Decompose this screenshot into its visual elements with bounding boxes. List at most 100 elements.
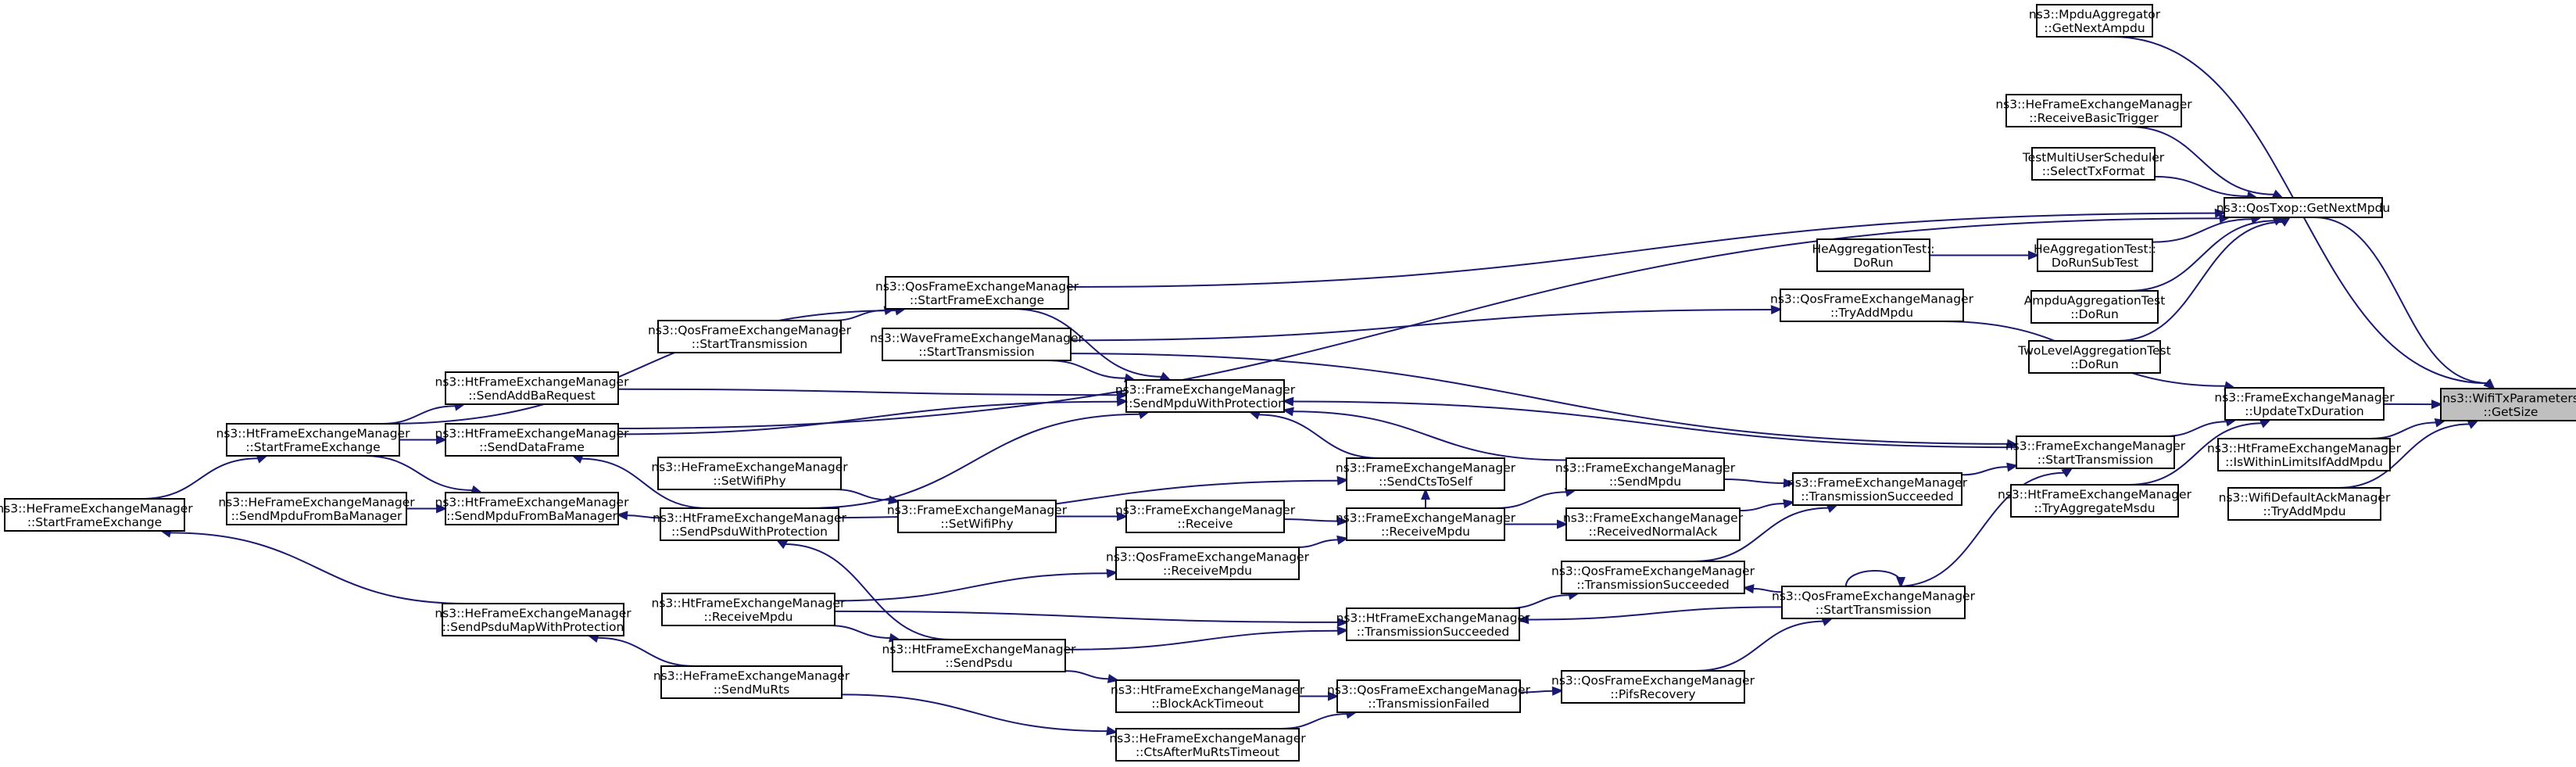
edge-line <box>1844 570 1902 587</box>
node-test_mu_sched[interactable]: TestMultiUserScheduler::SelectTxFormat <box>2022 147 2165 181</box>
node-label: ns3::HtFrameExchangeManager <box>882 642 1077 656</box>
node-label-method: ::ReceivedNormalAck <box>1589 525 1718 539</box>
node-qos_start_fe[interactable]: ns3::QosFrameExchangeManager::StartFrame… <box>875 276 1079 310</box>
node-he_send_mu_rts[interactable]: ns3::HeFrameExchangeManager::SendMuRts <box>653 665 850 699</box>
node-he_set_phy[interactable]: ns3::HeFrameExchangeManager::SetWifiPhy <box>651 457 848 490</box>
node-label-method: ::SendMpduWithProtection <box>1125 396 1286 410</box>
node-box <box>1565 507 1741 541</box>
node-label-method: ::UpdateTxDuration <box>2245 404 2364 418</box>
node-fem_tx_succeeded[interactable]: ns3::FrameExchangeManager::TransmissionS… <box>1787 472 1968 506</box>
node-qos_try_add[interactable]: ns3::QosFrameExchangeManager::TryAddMpdu <box>1770 289 1974 322</box>
node-ht_send_addba[interactable]: ns3::HtFrameExchangeManager::SendAddBaRe… <box>435 371 630 405</box>
node-ht_receive_mpdu[interactable]: ns3::HtFrameExchangeManager::ReceiveMpdu <box>652 593 846 626</box>
node-mpdu_agg_next[interactable]: ns3::MpduAggregator::GetNextAmpdu <box>2029 4 2161 38</box>
node-label-method: ::SendPsduWithProtection <box>671 525 828 539</box>
node-box <box>2028 340 2161 374</box>
node-label: ns3::WifiTxParameters <box>2442 391 2576 405</box>
node-box <box>885 276 1069 310</box>
node-label: AmpduAggregationTest <box>2024 293 2166 307</box>
node-label-method: ::ReceiveBasicTrigger <box>2029 111 2159 125</box>
node-ht_start_fe[interactable]: ns3::HtFrameExchangeManager::StartFrameE… <box>216 423 411 457</box>
node-fem_receive[interactable]: ns3::FrameExchangeManager::Receive <box>1115 500 1296 533</box>
node-box <box>1561 670 1745 704</box>
node-label: ns3::HtFrameExchangeManager <box>1111 683 1305 697</box>
node-wifi_ack_add[interactable]: ns3::WifiDefaultAckManager::TryAddMpdu <box>2219 487 2391 521</box>
node-ht_tx_succeeded[interactable]: ns3::HtFrameExchangeManager::Transmissio… <box>1336 608 1531 641</box>
node-label: ns3::HeFrameExchangeManager <box>435 606 631 620</box>
arrow-head-icon <box>1742 584 1755 594</box>
node-fem_send_mpdu_prot[interactable]: ns3::FrameExchangeManager::SendMpduWithP… <box>1115 379 1296 413</box>
node-label: ns3::WaveFrameExchangeManager <box>870 331 1083 345</box>
node-label: HeAggregationTest:: <box>2034 242 2156 256</box>
node-fem_set_phy[interactable]: ns3::FrameExchangeManager::SetWifiPhy <box>887 500 1068 533</box>
edge-wave_start_tx-to-fem_start_tx <box>1070 353 2019 449</box>
node-he_send_mpdu_ba[interactable]: ns3::HeFrameExchangeManager::SendMpduFro… <box>218 492 415 525</box>
node-ht_within_limits[interactable]: ns3::HtFrameExchangeManager::IsWithinLim… <box>2207 438 2402 471</box>
edge-line <box>617 217 2221 430</box>
node-label: ns3::FrameExchangeManager <box>1115 503 1296 517</box>
edge-line <box>1064 670 1110 680</box>
node-fem_start_tx[interactable]: ns3::FrameExchangeManager::StartTransmis… <box>2005 435 2186 469</box>
node-he_agg_subtest[interactable]: HeAggregationTest::DoRunSubTest <box>2034 238 2156 272</box>
node-qos_start_tx_r[interactable]: ns3::QosFrameExchangeManager::StartTrans… <box>1772 586 1976 619</box>
arrow-head-icon <box>1783 478 1795 488</box>
edge-line <box>806 413 1141 509</box>
node-he_start_fe[interactable]: ns3::HeFrameExchangeManager::StartFrameE… <box>0 498 193 532</box>
node-label: ns3::FrameExchangeManager <box>1336 461 1516 475</box>
node-box <box>1781 586 1966 619</box>
node-qos_tx_succeeded[interactable]: ns3::QosFrameExchangeManager::Transmissi… <box>1551 561 1755 594</box>
node-ampdu_agg_test[interactable]: AmpduAggregationTest::DoRun <box>2024 290 2166 324</box>
node-qos_tx_failed[interactable]: ns3::QosFrameExchangeManager::Transmissi… <box>1327 679 1531 713</box>
node-label: ns3::HeFrameExchangeManager <box>651 460 848 474</box>
node-label: ns3::HtFrameExchangeManager <box>1336 611 1531 625</box>
node-he_send_psdu_map[interactable]: ns3::HeFrameExchangeManager::SendPsduMap… <box>435 603 631 636</box>
node-wave_start_tx[interactable]: ns3::WaveFrameExchangeManager::StartTran… <box>870 328 1083 361</box>
node-fem_receive_mpdu[interactable]: ns3::FrameExchangeManager::ReceiveMpdu <box>1336 507 1516 541</box>
node-qos_receive_mpdu[interactable]: ns3::QosFrameExchangeManager::ReceiveMpd… <box>1106 547 1310 580</box>
node-qos_start_tx_l[interactable]: ns3::QosFrameExchangeManager::StartTrans… <box>648 320 852 353</box>
node-he_recv_trigger[interactable]: ns3::HeFrameExchangeManager::ReceiveBasi… <box>1995 94 2192 127</box>
edge-he_set_phy-to-fem_set_phy <box>834 489 900 505</box>
node-ht_send_psdu[interactable]: ns3::HtFrameExchangeManager::SendPsdu <box>882 639 1077 672</box>
edge-line <box>2116 220 2284 342</box>
node-label: ns3::HtFrameExchangeManager <box>653 511 847 525</box>
edge-line <box>1739 502 1786 512</box>
node-label-method: ::StartTransmission <box>918 345 1034 359</box>
node-qos_pifs_recovery[interactable]: ns3::QosFrameExchangeManager::PifsRecove… <box>1551 670 1755 704</box>
node-ht_try_agg_msdu[interactable]: ns3::HtFrameExchangeManager::TryAggregat… <box>1998 484 2192 518</box>
edge-line <box>1070 353 2009 445</box>
node-box <box>445 423 619 457</box>
edge-ht_send_psdu-to-ht_tx_succeeded <box>1064 625 1349 651</box>
node-label: ns3::FrameExchangeManager <box>1555 461 1736 475</box>
edge-line <box>834 572 1109 602</box>
edge-line <box>1694 507 1830 562</box>
node-fem_send_cts_self[interactable]: ns3::FrameExchangeManager::SendCtsToSelf <box>1336 457 1516 491</box>
node-qos_txop[interactable]: ns3::QosTxop::GetNextMpdu <box>2216 197 2391 218</box>
edge-line <box>1291 410 1567 461</box>
node-two_level_test[interactable]: TwoLevelAggregationTest::DoRun <box>2017 340 2171 374</box>
node-fem_send_mpdu[interactable]: ns3::FrameExchangeManager::SendMpdu <box>1555 457 1736 491</box>
node-ht_send_mpdu_ba[interactable]: ns3::HtFrameExchangeManager::SendMpduFro… <box>435 492 630 525</box>
node-fem_recv_normal_ack[interactable]: ns3::FrameExchangeManager::ReceivedNorma… <box>1563 507 1744 541</box>
node-ht_send_psdu_prot[interactable]: ns3::HtFrameExchangeManager::SendPsduWit… <box>653 507 847 541</box>
node-fem_update_dur[interactable]: ns3::FrameExchangeManager::UpdateTxDurat… <box>2214 387 2395 421</box>
node-he_agg_dorun[interactable]: HeAggregationTest::DoRun <box>1812 238 1935 272</box>
arrow-head-icon <box>1421 488 1430 500</box>
node-box <box>445 492 619 525</box>
arrow-head-icon <box>2271 189 2284 199</box>
node-ht_blockack_timeout[interactable]: ns3::HtFrameExchangeManager::BlockAckTim… <box>1111 679 1305 713</box>
node-label-method: ::SendAddBaRequest <box>468 389 596 403</box>
node-he_cts_after_murts[interactable]: ns3::HeFrameExchangeManager::CtsAfterMuR… <box>1109 728 1306 762</box>
arrow-head-icon <box>616 511 628 521</box>
node-box <box>1346 507 1505 541</box>
node-target[interactable]: ns3::WifiTxParameters::GetSize <box>2440 388 2576 421</box>
node-label-method: DoRunSubTest <box>2052 256 2138 270</box>
edge-line <box>1723 478 1786 484</box>
edge-line <box>1012 308 1163 378</box>
edge-line <box>2152 218 2253 243</box>
node-label-method: ::TryAddMpdu <box>1830 306 1913 320</box>
edge-qos_start_tx_r-to-qos_tx_succeeded <box>1742 584 1783 594</box>
node-ht_send_data[interactable]: ns3::HtFrameExchangeManager::SendDataFra… <box>435 423 630 457</box>
node-label: ns3::QosFrameExchangeManager <box>875 279 1079 293</box>
arrow-head-icon <box>1770 305 1783 315</box>
